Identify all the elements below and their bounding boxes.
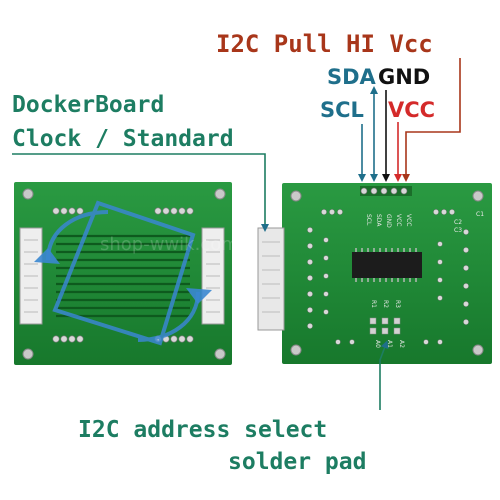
- label-gnd: GND: [378, 65, 430, 89]
- label-address-select: I2C address select: [78, 417, 327, 443]
- front-board: [14, 182, 232, 365]
- label-sda: SDA: [327, 65, 377, 89]
- mounting-hole: [22, 188, 34, 200]
- address-solder-pads: [369, 317, 401, 335]
- silk-pin-label: SCL: [365, 214, 372, 226]
- silk-ref: C2: [454, 219, 462, 226]
- pointer-lines: [12, 58, 461, 410]
- label-vcc: VCC: [388, 98, 435, 122]
- label-scl: SCL: [320, 98, 364, 122]
- board-pointer: [12, 153, 269, 232]
- address-pointer: [379, 340, 389, 410]
- silk-pin-label: VCC: [405, 214, 412, 226]
- silk-ref: R3: [394, 300, 401, 308]
- mounting-hole: [22, 348, 34, 360]
- mounting-hole: [290, 344, 302, 356]
- silk-ref: R1: [370, 300, 377, 308]
- silk-ref: C1: [476, 211, 484, 218]
- label-pullup: I2C Pull HI Vcc: [216, 30, 433, 58]
- mounting-hole: [214, 188, 226, 200]
- mounting-hole: [214, 348, 226, 360]
- mounting-hole: [472, 190, 484, 202]
- mounting-hole: [472, 344, 484, 356]
- pullup-pointer: [402, 58, 461, 182]
- silk-pin-label: VCC: [395, 214, 402, 226]
- mounting-hole: [290, 190, 302, 202]
- label-solder-pad: solder pad: [228, 449, 366, 475]
- back-board: SCL SDA GND VCC VCC C1: [257, 183, 492, 364]
- label-board-title: DockerBoard: [12, 92, 164, 118]
- silk-ref: A0: [374, 340, 381, 348]
- label-board-subtitle: Clock / Standard: [12, 126, 234, 152]
- i2c-header: [360, 186, 412, 196]
- silk-ref: C3: [454, 227, 462, 234]
- watermark: shop-wwik.com: [100, 234, 239, 255]
- silk-ref: R2: [382, 300, 389, 308]
- silk-ref: A2: [398, 340, 405, 348]
- silk-pin-label: GND: [385, 214, 392, 228]
- side-connector: [257, 227, 285, 331]
- silk-pin-label: SDA: [375, 214, 382, 227]
- silk-ref: A1: [386, 340, 393, 348]
- ic-chip: [352, 252, 422, 278]
